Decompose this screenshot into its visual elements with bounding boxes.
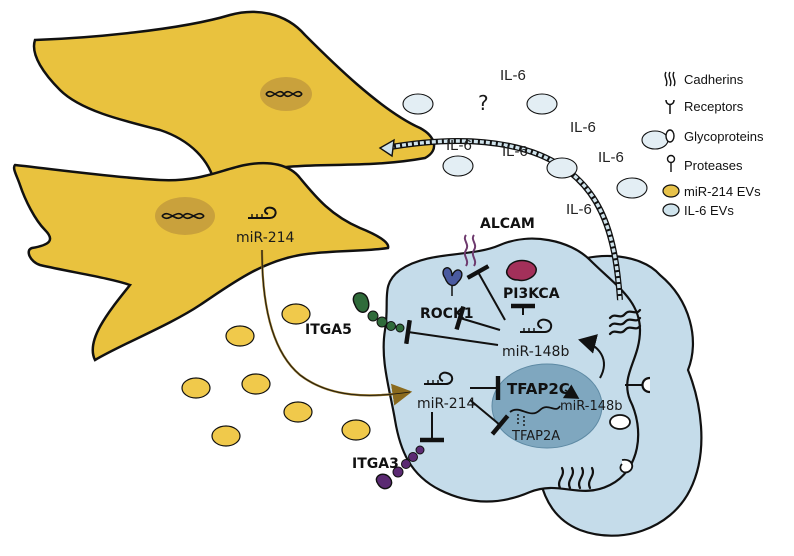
pi3kca-label: PI3KCA: [503, 286, 560, 302]
il6-label: IL-6: [502, 143, 528, 160]
mir214-ev-cluster: [181, 303, 371, 447]
inhibit-itga5-arrow: [404, 319, 499, 346]
mir214-ev: [225, 325, 255, 347]
il6-ev: [526, 93, 558, 115]
il6-label: IL-6: [500, 67, 526, 84]
mir148b-cytoplasm-label: miR-148b: [502, 344, 569, 360]
tfap2c-label: TFAP2C: [507, 380, 570, 398]
mir148b-nucleus-label: miR-148b: [560, 399, 623, 414]
legend-label: Proteases: [684, 158, 743, 173]
inhibit-tfap2a-arrow: [469, 399, 510, 436]
mir214-cytoplasm-label: miR-214: [417, 396, 476, 412]
question-mark: ?: [478, 91, 489, 115]
il6-ev-cluster: [402, 93, 669, 199]
fibroblast-top-nucleus: [260, 77, 312, 111]
il6-label-group: IL-6 IL-6 IL-6 IL-6 IL-6 IL-6: [446, 67, 624, 218]
pi3kca-protein: [506, 259, 537, 282]
alcam-label: ALCAM: [480, 216, 535, 232]
il6-ev: [616, 177, 648, 199]
il6-ev-icon: [662, 203, 680, 217]
mir214-ev: [341, 419, 371, 441]
legend-label: miR-214 EVs: [684, 184, 761, 199]
alcam-protein: [463, 234, 477, 267]
mir214-ev-icon: [662, 184, 680, 198]
mir148b-hairpin-cytoplasm: [520, 318, 553, 333]
receptor-icon-membrane: [625, 376, 651, 394]
mir214-hairpin-fibroblast: [248, 206, 277, 219]
rock1-protein: [442, 267, 463, 296]
legend-label: IL-6 EVs: [684, 203, 734, 218]
il6-pathway-arrow-inner: [384, 139, 622, 301]
inhibit-alcam-arrow: [466, 264, 506, 321]
itga3-protein: [375, 445, 425, 490]
mir214-ev: [283, 401, 313, 423]
mir214-ev: [181, 377, 211, 399]
tfap2c-to-mir148b-arrow: [562, 384, 580, 399]
legend-label: Cadherins: [684, 72, 744, 87]
itga5-label: ITGA5: [305, 322, 352, 338]
receptor-icon: [665, 99, 675, 114]
mir214-ev: [241, 373, 271, 395]
protease-icon-membrane: [619, 458, 634, 474]
itga3-label: ITGA3: [352, 456, 399, 472]
cadherin-cluster-bottom: [558, 466, 594, 490]
fibroblast-top: [32, 10, 436, 190]
il6-label: IL-6: [598, 149, 624, 166]
mir214-ev: [281, 303, 311, 325]
il6-ev: [402, 93, 434, 115]
il6-pathway-arrowhead: [378, 138, 395, 158]
tfap2a-label: TFAP2A: [511, 429, 560, 444]
il6-label: IL-6: [570, 119, 596, 136]
cadherin-icon: [664, 71, 676, 87]
itga5-protein: [352, 292, 405, 333]
il6-label: IL-6: [446, 137, 472, 154]
mir214-hairpin-cytoplasm: [424, 371, 454, 385]
mir214-fibroblast-label: miR-214: [236, 230, 295, 246]
protease-icon: [666, 154, 676, 172]
cadherin-cluster-right: [608, 308, 642, 336]
il6-label: IL-6: [566, 201, 592, 218]
il6-ev: [641, 130, 669, 150]
dna-strand-nucleus: [509, 405, 561, 428]
mir214-ev: [211, 425, 241, 447]
glycoprotein-icon-membrane: [609, 414, 631, 430]
il6-ev: [442, 155, 474, 177]
legend-label: Glycoproteins: [684, 129, 764, 144]
mir214-transfer-arrow-outline: [261, 249, 411, 396]
fibroblast-bottom-nucleus: [155, 197, 215, 235]
fibroblast-bottom: [12, 161, 390, 362]
legend-label: Receptors: [684, 99, 744, 114]
il6-ev: [546, 157, 578, 179]
inhibit-rock1-arrow: [454, 305, 501, 331]
mir148b-export-arrow: [578, 334, 605, 379]
legend: Cadherins Receptors Glycoproteins Protea…: [662, 71, 764, 218]
glycoprotein-icon: [665, 129, 675, 143]
